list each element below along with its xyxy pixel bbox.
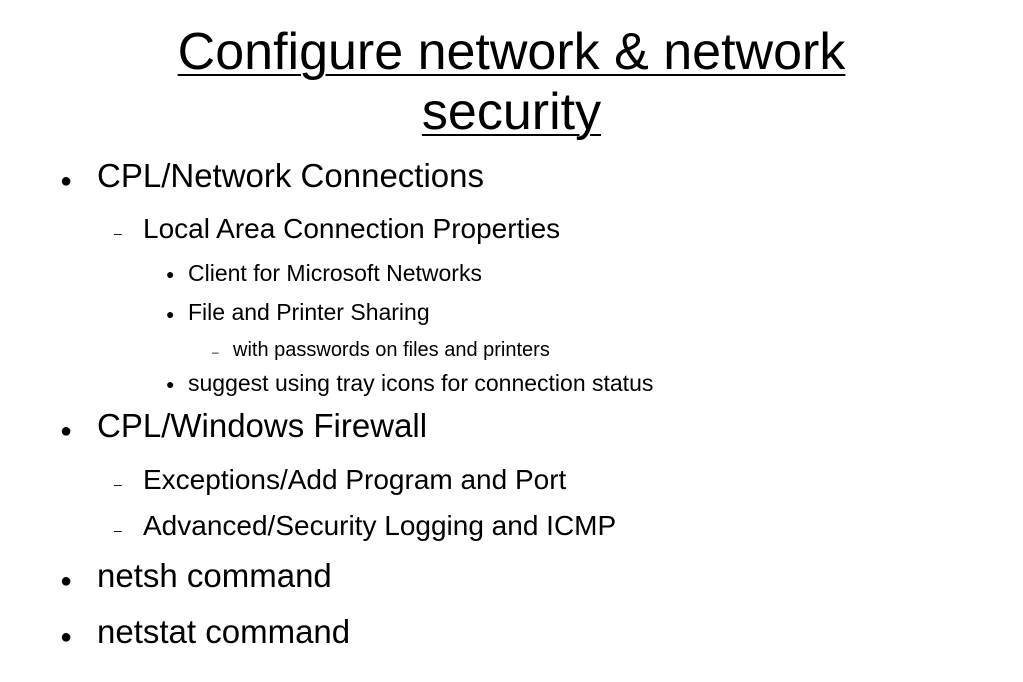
bullet-dash-icon: – [114, 522, 122, 538]
bullet-dot-icon: ● [166, 376, 175, 392]
bullet-dot-icon: ● [60, 570, 73, 592]
bullet-text: suggest using tray icons for connection … [188, 370, 654, 396]
bullet-text: Client for Microsoft Networks [188, 260, 482, 286]
slide-title: Configure network & network security [0, 22, 1023, 142]
bullet-dot-icon: ● [60, 626, 73, 648]
slide-title-line-2: security [421, 83, 602, 141]
bullet-dot-icon: ● [166, 306, 175, 322]
bullet-text: CPL/Windows Firewall [97, 407, 428, 444]
bullet-text: netstat command [97, 613, 351, 650]
bullet-text: netsh command [97, 557, 332, 594]
bullet-text: CPL/Network Connections [97, 157, 485, 194]
bullet-text: File and Printer Sharing [188, 299, 430, 325]
bullet-dot-icon: ● [60, 170, 73, 192]
bullet-text: Local Area Connection Properties [143, 213, 561, 244]
bullet-dash-icon: – [114, 476, 122, 492]
bullet-text: with passwords on files and printers [233, 339, 550, 361]
bullet-dash-icon: – [114, 225, 122, 241]
bullet-dot-icon: ● [60, 420, 73, 442]
bullet-dot-icon: ● [166, 266, 175, 282]
bullet-text: Advanced/Security Logging and ICMP [143, 510, 617, 541]
bullet-text: Exceptions/Add Program and Port [143, 464, 567, 495]
slide-title-line-1: Configure network & network [177, 23, 846, 81]
bullet-dash-icon: – [212, 345, 219, 359]
